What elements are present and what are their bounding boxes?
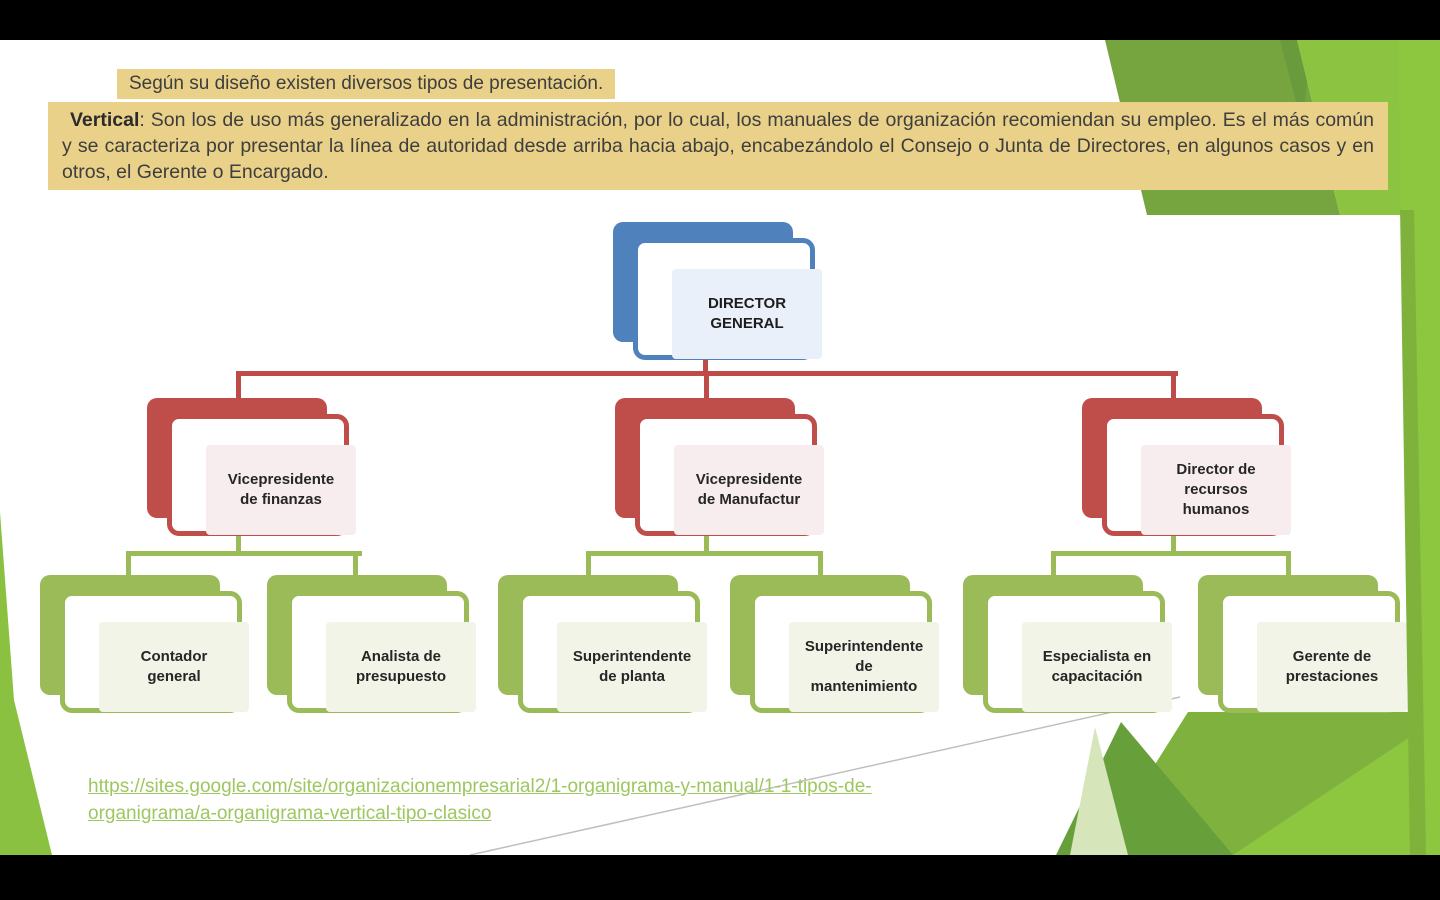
deco-bottom-pale-triangle [1070, 727, 1128, 855]
letterbox-bottom [0, 855, 1440, 900]
deco-faint-diagonal-line [469, 696, 1181, 855]
connector-vp1-down [236, 532, 241, 555]
source-link[interactable]: https://sites.google.com/site/organizaci… [88, 776, 872, 824]
node-label: Director de recursos humanos [1176, 460, 1256, 519]
vertical-description: : Son los de uso más generalizado en la … [62, 109, 1374, 183]
node-label-panel: Vicepresidente de Manufactur [674, 445, 824, 535]
node-label-panel: Gerente de prestaciones [1257, 622, 1407, 712]
org-node-especialista-capacitacion: Especialista en capacitación [963, 575, 1172, 715]
node-label-panel: Analista de presupuesto [326, 622, 476, 712]
connector-group2-horizontal [586, 551, 822, 556]
vertical-paragraph-highlight: Vertical: Son los de uso más generalizad… [48, 102, 1388, 190]
letterbox-top [0, 0, 1440, 40]
node-label-panel: Contador general [99, 622, 249, 712]
node-card: Superintendente de mantenimiento [750, 591, 939, 713]
org-node-vicepresidente-manufactura: Vicepresidente de Manufactur [615, 398, 824, 538]
connector-hr-down [1171, 532, 1176, 555]
source-link-line2: organigrama/a-organigrama-vertical-tipo-… [88, 803, 492, 824]
source-link-line1: https://sites.google.com/site/organizaci… [88, 776, 872, 797]
node-label: Contador general [140, 647, 208, 685]
node-label: Vicepresidente de finanzas [227, 470, 335, 508]
node-label: Superintendente de mantenimiento [804, 637, 924, 696]
org-node-director-recursos-humanos: Director de recursos humanos [1082, 398, 1291, 538]
org-node-analista-presupuesto: Analista de presupuesto [267, 575, 476, 715]
org-node-gerente-prestaciones: Gerente de prestaciones [1198, 575, 1407, 715]
node-label: Gerente de prestaciones [1285, 647, 1379, 685]
node-label-panel: Superintendente de mantenimiento [789, 622, 939, 712]
org-node-superintendente-planta: Superintendente de planta [498, 575, 707, 715]
node-card: Analista de presupuesto [287, 591, 476, 713]
org-node-director-general: DIRECTOR GENERAL [613, 222, 822, 362]
intro-highlight: Según su diseño existen diversos tipos d… [117, 69, 616, 99]
node-label-panel: Superintendente de planta [557, 622, 707, 712]
node-card: Gerente de prestaciones [1218, 591, 1407, 713]
node-card: Especialista en capacitación [983, 591, 1172, 713]
connector-stub-sup-planta [586, 551, 591, 579]
node-card: DIRECTOR GENERAL [633, 238, 822, 360]
node-card: Vicepresidente de finanzas [167, 414, 356, 536]
node-card: Contador general [60, 591, 249, 713]
connector-stub-especialista [1051, 551, 1056, 579]
connector-vp2-down [704, 532, 709, 555]
org-node-superintendente-mantenimiento: Superintendente de mantenimiento [730, 575, 939, 715]
deco-bottom-bright-corner [1233, 717, 1440, 855]
node-label-panel: Director de recursos humanos [1141, 445, 1291, 535]
connector-stub-vp-finanzas [236, 371, 241, 400]
slide-canvas: Según su diseño existen diversos tipos d… [0, 40, 1440, 855]
connector-stub-sup-mantenimiento [818, 551, 823, 579]
deco-left-wedge [0, 512, 52, 855]
node-label: Especialista en capacitación [1042, 647, 1152, 685]
source-link-block: https://sites.google.com/site/organizaci… [88, 773, 872, 827]
node-label-panel: DIRECTOR GENERAL [672, 269, 822, 359]
connector-group3-horizontal [1051, 551, 1291, 556]
node-label: Analista de presupuesto [355, 647, 446, 685]
connector-stub-analista [353, 551, 358, 579]
node-label-panel: Especialista en capacitación [1022, 622, 1172, 712]
node-label: Superintendente de planta [572, 647, 692, 685]
org-node-vicepresidente-finanzas: Vicepresidente de finanzas [147, 398, 356, 538]
node-card: Director de recursos humanos [1102, 414, 1291, 536]
connector-group1-horizontal [126, 551, 362, 556]
node-label-panel: Vicepresidente de finanzas [206, 445, 356, 535]
node-card: Vicepresidente de Manufactur [635, 414, 824, 536]
connector-root-vertical [703, 352, 708, 374]
connector-stub-gerente [1286, 551, 1291, 579]
vertical-term: Vertical [70, 109, 140, 131]
node-card: Superintendente de planta [518, 591, 707, 713]
node-label: DIRECTOR GENERAL [707, 294, 787, 332]
intro-text: Según su diseño existen diversos tipos d… [129, 73, 604, 94]
connector-stub-contador [126, 551, 131, 579]
connector-stub-dir-rrhh [1171, 371, 1176, 400]
org-node-contador-general: Contador general [40, 575, 249, 715]
connector-stub-vp-manufactura [704, 371, 709, 400]
node-label: Vicepresidente de Manufactur [695, 470, 803, 508]
